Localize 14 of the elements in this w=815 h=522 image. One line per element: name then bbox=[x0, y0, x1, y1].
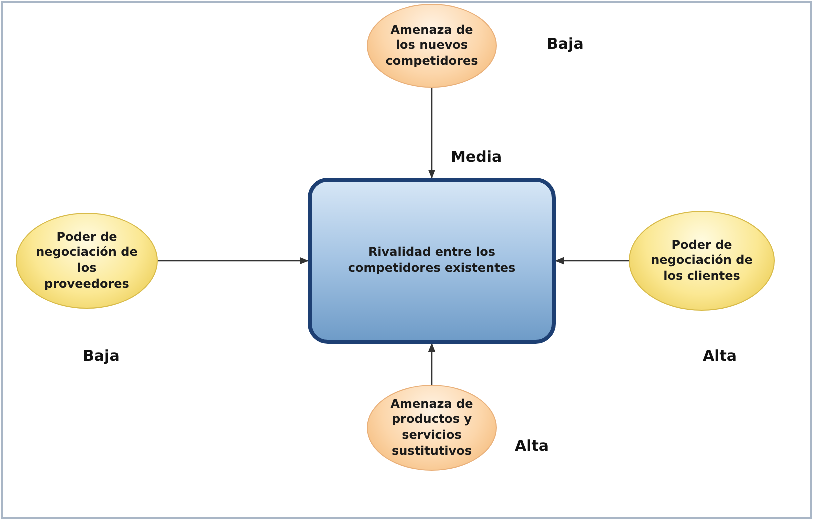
arrow bbox=[428, 343, 436, 385]
node-label: Poder de negociación de los clientes bbox=[650, 238, 754, 284]
level-label: Baja bbox=[547, 35, 584, 53]
process-box bbox=[308, 178, 556, 344]
arrow bbox=[158, 257, 309, 265]
node-label: Amenaza de los nuevos competidores bbox=[384, 22, 480, 70]
arrow bbox=[555, 257, 629, 265]
node-label: Poder de negociación de los proveedores bbox=[35, 230, 139, 292]
level-label: Alta bbox=[515, 437, 550, 455]
level-label: Baja bbox=[83, 347, 120, 365]
node-label: Amenaza de productos y servicios sustitutivos bbox=[390, 396, 474, 460]
node-label: Rivalidad entre los competidores existentes bbox=[347, 245, 517, 277]
level-label: Alta bbox=[703, 347, 738, 365]
arrow bbox=[428, 88, 436, 179]
